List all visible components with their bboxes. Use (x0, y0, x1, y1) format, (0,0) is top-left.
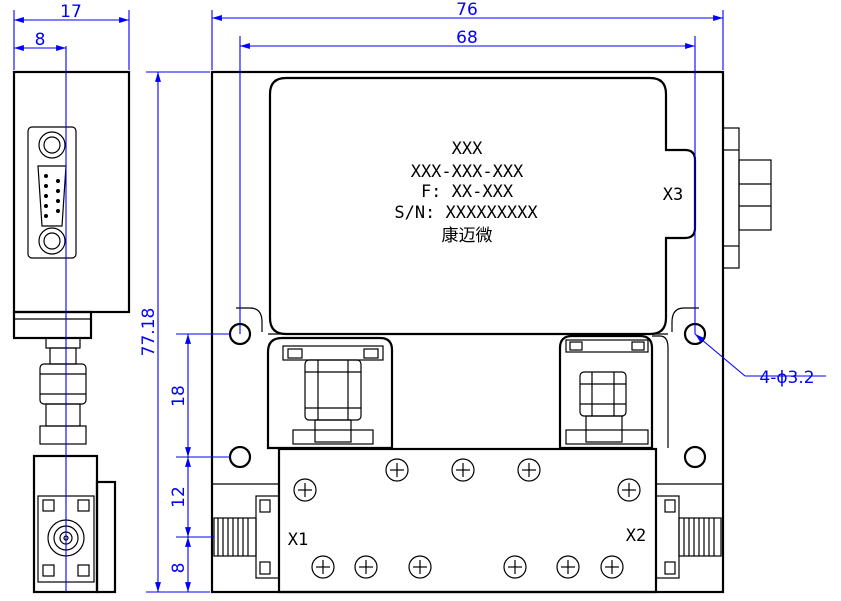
cover-screws (293, 458, 641, 579)
x3-connector (722, 127, 772, 269)
label-line-5: 康迈微 (442, 226, 493, 246)
port-label-x3: X3 (663, 185, 683, 205)
x1-connector (213, 495, 280, 579)
side-view (12, 46, 131, 594)
dim-front-width: 76 (456, 0, 478, 20)
side-step (12, 310, 93, 340)
dsub-connector-side (27, 126, 77, 259)
dim-port-offset: 12 (169, 486, 189, 508)
sma-connector-right (565, 339, 649, 445)
sma-connector-left (282, 345, 384, 445)
x2-connector (655, 495, 722, 579)
label-line-2: XXX-XXX-XXX (411, 162, 524, 182)
dim-side-offset: 8 (35, 30, 46, 50)
front-view: XXX XXX-XXX-XXX F: XX-XXX S/N: XXXXXXXXX… (210, 70, 772, 594)
dim-total-height: 77.18 (139, 308, 159, 357)
port-label-x1: X1 (288, 530, 308, 550)
hole-bottom-left (228, 445, 252, 469)
label-line-3: F: XX-XXX (421, 182, 514, 202)
front-dimensions: 76 68 77.18 18 12 8 4-ϕ3.2 (139, 0, 826, 593)
dim-holes-callout: 4-ϕ3.2 (759, 368, 814, 388)
label-line-4: S/N: XXXXXXXXX (394, 203, 538, 223)
dim-hole-vertical: 18 (169, 385, 189, 407)
dim-bottom-offset: 8 (169, 563, 189, 574)
dim-side-width: 17 (60, 2, 82, 22)
label-line-1: XXX (452, 139, 483, 159)
hole-bottom-right (683, 445, 707, 469)
sma-connector-side (39, 337, 87, 445)
side-body (12, 70, 131, 314)
label-plate (268, 76, 697, 336)
side-dimensions: 17 8 (13, 2, 130, 70)
port-label-x2: X2 (626, 526, 646, 546)
dim-hole-spacing: 68 (456, 28, 478, 48)
